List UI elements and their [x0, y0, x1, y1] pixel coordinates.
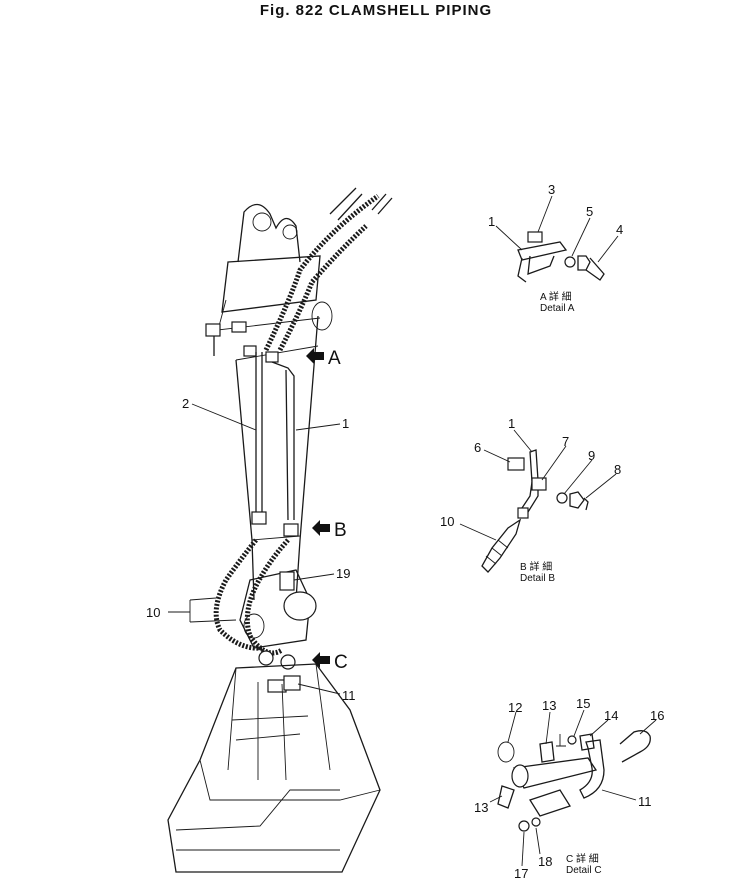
view-arrow-a: A — [306, 348, 341, 369]
detail-c-callout-13-bottom: 13 — [474, 800, 488, 815]
detail-c-callout-17: 17 — [514, 866, 528, 881]
view-arrow-b: B — [312, 520, 347, 541]
detail-c: 12 13 15 14 16 13 11 17 18 C 詳 細 Detail … — [474, 696, 664, 881]
view-arrow-c: C — [312, 652, 348, 673]
view-arrow-a-label: A — [328, 348, 341, 369]
detail-a-callout-3: 3 — [548, 182, 555, 197]
view-arrow-b-label: B — [334, 520, 347, 541]
detail-b-caption-jp: B 詳 細 — [520, 560, 552, 573]
callout-2: 2 — [182, 396, 189, 411]
detail-a-callout-5: 5 — [586, 204, 593, 219]
detail-c-callout-15: 15 — [576, 696, 590, 711]
detail-b-callout-7: 7 — [562, 434, 569, 449]
detail-b-caption: Detail B — [520, 573, 555, 584]
detail-c-caption-jp: C 詳 細 — [566, 852, 599, 865]
callout-11: 11 — [342, 688, 356, 703]
callout-10: 10 — [146, 605, 160, 620]
detail-b-callout-8: 8 — [614, 462, 621, 477]
view-arrow-c-label: C — [334, 652, 348, 673]
detail-c-callout-14: 14 — [604, 708, 618, 723]
boom-arm-assembly — [167, 187, 393, 873]
detail-b-callout-9: 9 — [588, 448, 595, 463]
detail-a-caption-jp: A 詳 細 — [540, 290, 572, 303]
detail-b: 1 6 7 9 8 10 B 詳 細 Detail B — [440, 416, 621, 584]
detail-c-caption: Detail C — [566, 865, 602, 876]
detail-a: 1 3 5 4 A 詳 細 Detail A — [488, 182, 623, 314]
detail-a-callout-4: 4 — [616, 222, 623, 237]
detail-b-callout-1: 1 — [508, 416, 515, 431]
detail-a-callout-1: 1 — [488, 214, 495, 229]
detail-c-callout-11: 11 — [638, 794, 652, 809]
detail-c-callout-18: 18 — [538, 854, 552, 869]
detail-a-caption: Detail A — [540, 303, 575, 314]
detail-b-callout-6: 6 — [474, 440, 481, 455]
callout-19: 19 — [336, 566, 350, 581]
detail-c-callout-13-top: 13 — [542, 698, 556, 713]
detail-c-callout-16: 16 — [650, 708, 664, 723]
figure-title: Fig. 822 CLAMSHELL PIPING — [259, 2, 493, 19]
detail-b-callout-10: 10 — [440, 514, 454, 529]
main-callouts: 2 1 10 19 11 — [146, 396, 356, 703]
detail-c-callout-12: 12 — [508, 700, 522, 715]
callout-1: 1 — [342, 416, 349, 431]
